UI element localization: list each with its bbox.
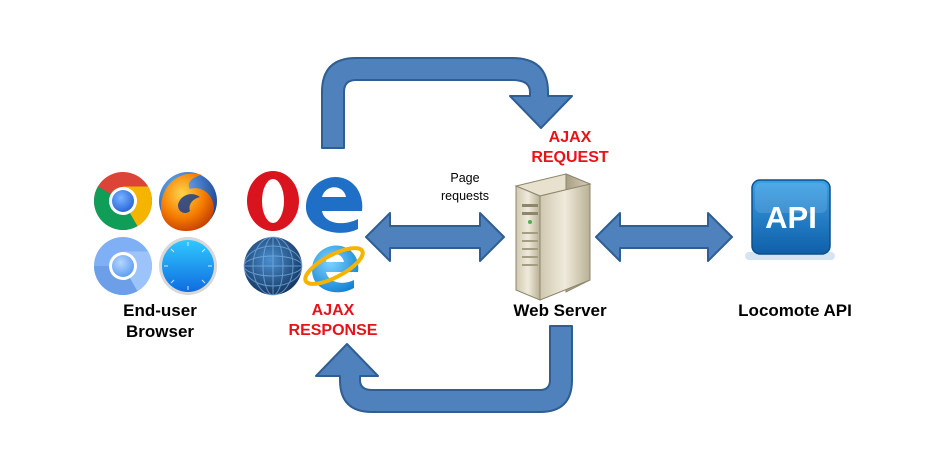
globe-browser-icon xyxy=(243,236,303,296)
safari-icon xyxy=(159,237,217,295)
ajax-response-curved-arrow xyxy=(315,325,573,413)
api-double-arrow xyxy=(595,212,733,262)
ajax-request-line2: REQUEST xyxy=(531,149,609,166)
edge-icon xyxy=(305,176,363,233)
ajax-request-line1: AJAX xyxy=(548,129,592,146)
page-requests-double-arrow xyxy=(365,212,505,262)
browser-label: End-user Browser xyxy=(100,300,220,343)
opera-icon xyxy=(247,171,299,231)
ajax-response-label: AJAX RESPONSE xyxy=(268,301,398,341)
server-label: Web Server xyxy=(513,301,607,320)
firefox-icon xyxy=(159,172,217,231)
page-requests-line2: requests xyxy=(441,188,489,203)
page-requests-label: Page requests xyxy=(420,170,510,205)
chromium-icon xyxy=(94,237,152,295)
browser-label-line1: End-user xyxy=(123,301,197,320)
api-badge-text: API xyxy=(765,200,817,235)
api-badge-icon: API xyxy=(745,179,835,260)
ajax-response-line2: RESPONSE xyxy=(288,322,378,339)
browser-label-line2: Browser xyxy=(125,322,195,342)
chrome-icon xyxy=(94,172,152,230)
ajax-response-line1: AJAX xyxy=(311,302,355,319)
page-requests-line1: Page xyxy=(450,171,480,185)
api-label: Locomote API xyxy=(738,301,852,320)
ajax-request-label: AJAX REQUEST xyxy=(500,128,640,168)
server-tower-icon xyxy=(514,173,592,301)
ajax-request-curved-arrow xyxy=(321,57,573,149)
internet-explorer-icon xyxy=(303,245,365,293)
